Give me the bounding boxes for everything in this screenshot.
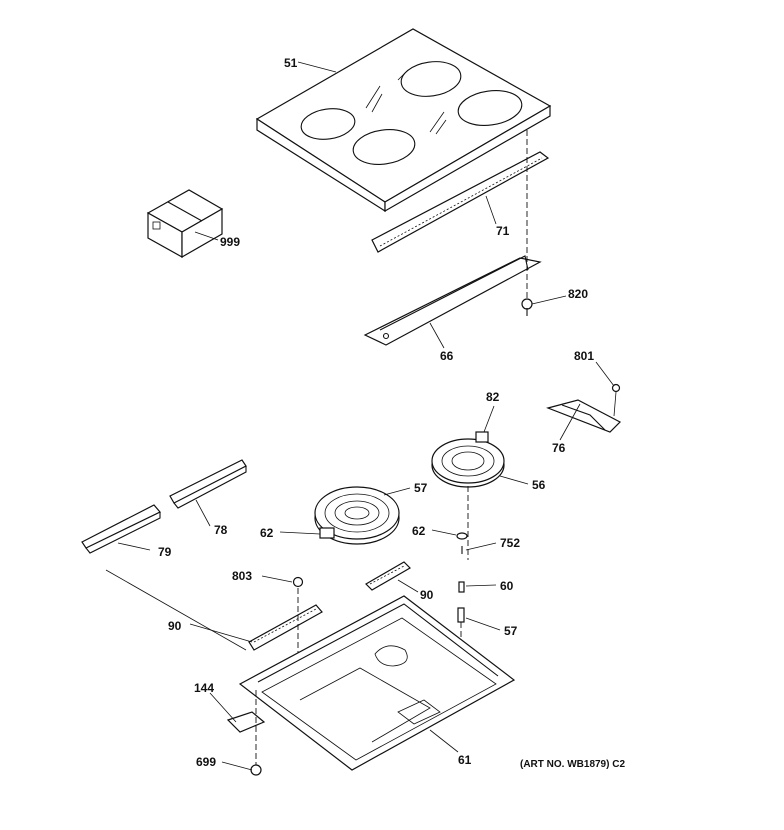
burner-box [238,595,516,771]
callout-57-burner: 57 [414,481,428,495]
callout-79: 79 [158,545,172,559]
leader-lines [117,61,615,771]
wire-line [105,569,247,651]
callout-999: 999 [220,235,240,249]
burner-57 [314,486,400,545]
callout-71: 71 [496,224,510,238]
bracket-90-lower [248,604,323,651]
burner-56 [431,431,505,560]
callout-801: 801 [574,349,594,363]
control-strip [371,151,550,253]
art-number: (ART NO. WB1879) C2 [520,759,625,770]
callout-76: 76 [552,441,566,455]
callout-62-right: 62 [412,524,426,538]
callout-56: 56 [532,478,546,492]
callout-90-right: 90 [420,588,434,602]
callout-62-left: 62 [260,526,274,540]
trim-79 [81,504,161,554]
cooktop-glass [255,28,552,213]
bracket-66 [363,255,542,346]
callout-51: 51 [284,56,298,70]
callout-61: 61 [458,753,472,767]
callout-57-hardware: 57 [504,624,518,638]
callout-144: 144 [194,681,214,695]
callout-820: 820 [568,287,588,301]
bracket-76 [546,383,622,433]
callout-699: 699 [196,755,216,769]
callout-78: 78 [214,523,228,537]
callout-66: 66 [440,349,454,363]
bracket-90-upper [365,561,411,591]
bracket-144 [226,690,266,776]
callout-labels: 51 999 71 820 66 801 76 82 56 57 62 78 7… [158,56,625,770]
callout-82: 82 [486,390,500,404]
callout-752: 752 [500,536,520,550]
callout-60: 60 [500,579,514,593]
literature-box [146,189,224,259]
callout-90-left: 90 [168,619,182,633]
trim-78 [169,459,247,509]
callout-803: 803 [232,569,252,583]
